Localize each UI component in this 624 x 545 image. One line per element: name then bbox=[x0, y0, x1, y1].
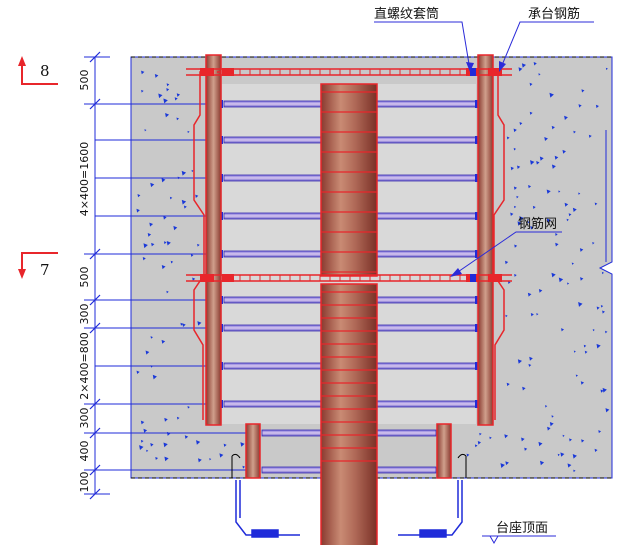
column-hoop-rebar bbox=[321, 91, 377, 462]
callout-base-top: 台座顶面 bbox=[482, 521, 556, 545]
section-mark-8: 8 bbox=[18, 56, 58, 85]
left-vertical-rebar-post bbox=[193, 54, 222, 426]
rebar-mesh-label: 钢筋网 bbox=[518, 216, 557, 232]
cap-rebar-row bbox=[186, 68, 512, 76]
dimension-labels: 500 4×400=1600 500 300 2×400=800 300 400 100 bbox=[78, 70, 91, 493]
tie-rod-row bbox=[95, 136, 479, 144]
callout-cap-rebar: 承台钢筋 bbox=[499, 6, 594, 72]
concrete-aggregate-marks bbox=[136, 62, 610, 473]
tie-rod-row bbox=[95, 100, 479, 108]
coupler-label: 直螺纹套筒 bbox=[374, 6, 439, 22]
dimension-label: 300 bbox=[78, 304, 91, 325]
section-mark-8-text: 8 bbox=[40, 62, 50, 80]
callout-rebar-mesh: 钢筋网 bbox=[450, 216, 562, 277]
dimension-label: 300 bbox=[78, 408, 91, 429]
base-anchor-brackets bbox=[231, 453, 467, 538]
cap-rebar-label: 承台钢筋 bbox=[528, 6, 580, 22]
steel-column bbox=[320, 83, 378, 545]
dimension-label: 500 bbox=[78, 70, 91, 91]
dimension-chain bbox=[84, 51, 110, 500]
dimension-label: 100 bbox=[78, 472, 91, 493]
dimension-label: 2×400=800 bbox=[78, 332, 91, 399]
base-posts bbox=[245, 423, 452, 479]
section-mark-7-text: 7 bbox=[40, 261, 50, 279]
base-top-label: 台座顶面 bbox=[496, 521, 548, 536]
right-vertical-rebar-post bbox=[477, 54, 505, 426]
dimension-label: 400 bbox=[78, 441, 91, 462]
tie-rod-group bbox=[95, 100, 479, 474]
section-mark-7: 7 bbox=[18, 252, 58, 279]
callout-coupler: 直螺纹套筒 bbox=[374, 6, 474, 72]
dimension-label: 4×400=1600 bbox=[78, 142, 91, 216]
base-tie-rod bbox=[95, 429, 437, 437]
dimension-label: 500 bbox=[78, 267, 91, 288]
